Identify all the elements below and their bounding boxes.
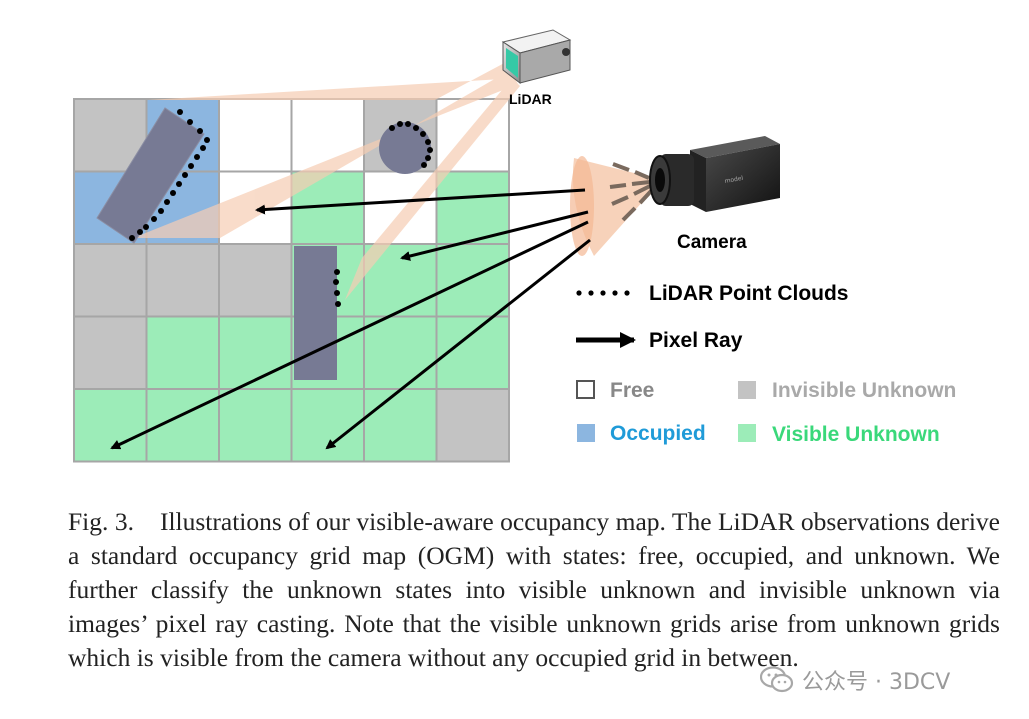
- lidar-point: [143, 224, 149, 230]
- lidar-point: [188, 163, 194, 169]
- svg-text:model: model: [724, 175, 744, 185]
- lidar-point: [421, 162, 427, 168]
- grid-cell-visible: [145, 315, 220, 390]
- legend: LiDAR Point Clouds Pixel Ray Free Invisi…: [576, 282, 956, 446]
- legend-pixel-ray-label: Pixel Ray: [649, 329, 743, 352]
- grid-cell-invisible: [435, 388, 510, 463]
- legend-free-swatch: [576, 380, 595, 399]
- lidar-point: [425, 139, 431, 145]
- pixel-ray-1: [255, 188, 586, 215]
- lidar-point: [187, 119, 193, 125]
- pixel-ray-4: [325, 238, 591, 450]
- grid-cell-visible: [363, 315, 438, 390]
- obstacle-round: [379, 122, 431, 174]
- legend-occupied-label: Occupied: [610, 422, 706, 445]
- grid-cell-invisible: [145, 243, 220, 318]
- pixel-rays: [110, 188, 591, 450]
- caption-text: Illustrations of our visible-aware occup…: [68, 507, 1000, 672]
- lidar-point-cloud: [129, 109, 433, 307]
- figure-caption: Fig. 3.Illustrations of our visible-awar…: [68, 505, 1000, 675]
- grid-cell-invisible: [73, 98, 148, 173]
- lidar-point: [333, 279, 339, 285]
- lidar-point: [335, 301, 341, 307]
- legend-invisible-label: Invisible Unknown: [772, 379, 956, 402]
- wechat-icon: [760, 666, 794, 693]
- grid-cell-invisible: [218, 243, 293, 318]
- legend-free-label: Free: [610, 379, 654, 402]
- lidar-point: [204, 137, 210, 143]
- legend-invisible-swatch: [738, 381, 756, 399]
- pixel-ray-3: [110, 220, 589, 450]
- watermark-text: 公众号 · 3DCV: [802, 670, 951, 695]
- lidar-point: [420, 131, 426, 137]
- grid-cell-free: [218, 98, 293, 173]
- lidar-beams: [133, 60, 520, 300]
- lidar-point: [334, 269, 340, 275]
- figure-number: Fig. 3.: [68, 507, 134, 536]
- lidar-point: [425, 155, 431, 161]
- grid-cell-visible: [73, 388, 148, 463]
- obstacles: [96, 107, 431, 380]
- grid-cell-visible: [435, 243, 510, 318]
- lidar-point: [200, 145, 206, 151]
- lidar-point: [177, 109, 183, 115]
- lidar-point: [334, 290, 340, 296]
- pixel-ray-2: [400, 210, 589, 261]
- lidar-point: [176, 181, 182, 187]
- lidar-point: [170, 190, 176, 196]
- lidar-point: [182, 172, 188, 178]
- lidar-point: [389, 125, 395, 131]
- legend-lidar-points-label: LiDAR Point Clouds: [649, 282, 848, 305]
- lidar-label: LiDAR: [509, 91, 552, 107]
- legend-visible-swatch: [738, 424, 756, 442]
- lidar-point: [194, 154, 200, 160]
- camera-label: Camera: [677, 232, 747, 253]
- lidar-point: [197, 128, 203, 134]
- grid-cell-invisible: [73, 243, 148, 318]
- camera-icon: model: [649, 136, 780, 212]
- lidar-point: [397, 121, 403, 127]
- lidar-point: [137, 229, 143, 235]
- grid-cell-visible: [218, 388, 293, 463]
- grid-cell-invisible: [73, 315, 148, 390]
- grid-cell-visible: [290, 388, 365, 463]
- lidar-point: [413, 125, 419, 131]
- grid-cell-visible: [218, 315, 293, 390]
- lidar-point: [151, 216, 157, 222]
- grid-cell-visible: [435, 170, 510, 245]
- lidar-point: [164, 199, 170, 205]
- grid-cell-visible: [363, 388, 438, 463]
- watermark: 公众号 · 3DCV: [760, 664, 950, 696]
- lidar-point: [158, 208, 164, 214]
- occupancy-figure: LiDAR model Camera LiDAR Point Clouds Pi…: [73, 29, 956, 463]
- legend-occupied-swatch: [577, 424, 595, 442]
- lidar-point: [427, 147, 433, 153]
- legend-lidar-points-swatch: [576, 290, 630, 296]
- obstacle-bar: [96, 107, 205, 244]
- lidar-point: [129, 235, 135, 241]
- lidar-point: [405, 121, 411, 127]
- legend-visible-label: Visible Unknown: [772, 423, 940, 446]
- lidar-device-icon: [501, 29, 572, 85]
- camera-frustum: [570, 156, 662, 256]
